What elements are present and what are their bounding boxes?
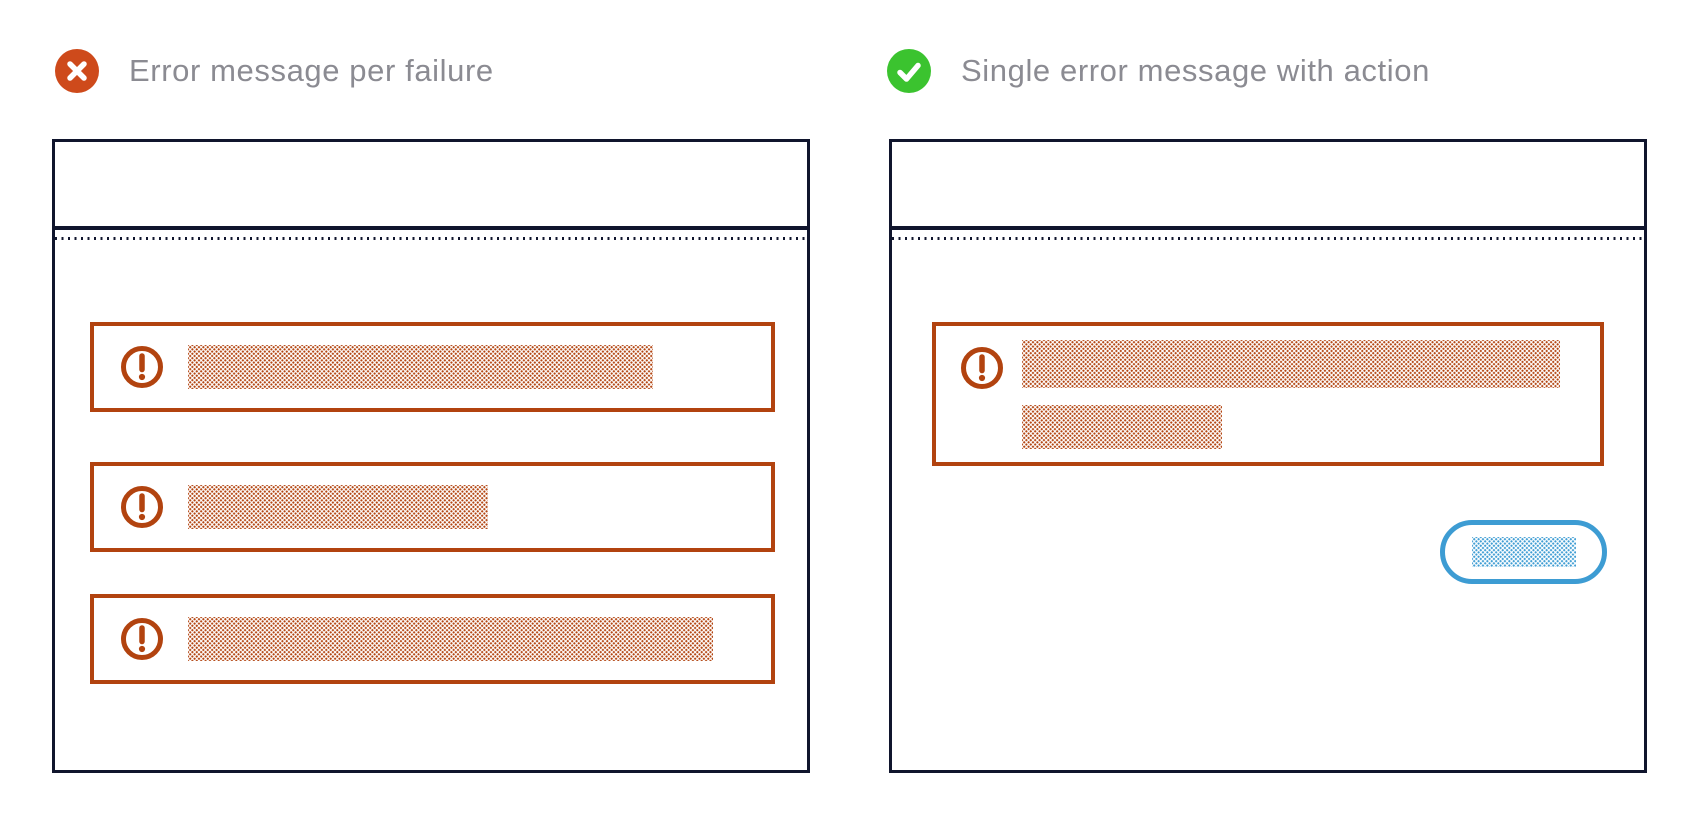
- error-banner: [90, 462, 775, 552]
- dotted-divider: [55, 237, 807, 240]
- alert-exclamation-icon: [120, 345, 164, 389]
- wireframe-window-dont: [52, 139, 810, 773]
- error-banner: [90, 322, 775, 412]
- placeholder-text-lines: [188, 485, 488, 529]
- dont-example-title: Error message per failure: [129, 53, 494, 88]
- wireframe-window-header: [892, 142, 1644, 230]
- check-circle-icon: [887, 49, 931, 93]
- placeholder-text-line: [1022, 340, 1560, 388]
- dont-example-header: Error message per failure: [55, 48, 494, 94]
- alert-exclamation-icon: [960, 346, 1004, 390]
- x-circle-icon: [55, 49, 99, 93]
- button-label-placeholder: [1471, 537, 1576, 567]
- wireframe-window-header: [55, 142, 807, 230]
- do-example-header: Single error message with action: [887, 48, 1430, 94]
- error-banner: [90, 594, 775, 684]
- placeholder-text-lines: [1022, 340, 1560, 449]
- placeholder-text-line: [188, 485, 488, 529]
- placeholder-text-lines: [188, 617, 713, 661]
- dotted-divider: [892, 237, 1644, 240]
- do-example-title: Single error message with action: [961, 53, 1430, 88]
- placeholder-text-line: [188, 345, 653, 389]
- placeholder-text-lines: [188, 345, 653, 389]
- action-button-placeholder: [1440, 520, 1607, 584]
- alert-exclamation-icon: [120, 485, 164, 529]
- placeholder-text-line: [188, 617, 713, 661]
- alert-exclamation-icon: [120, 617, 164, 661]
- placeholder-text-line: [1022, 405, 1222, 449]
- error-banner: [932, 322, 1604, 466]
- wireframe-window-do: [889, 139, 1647, 773]
